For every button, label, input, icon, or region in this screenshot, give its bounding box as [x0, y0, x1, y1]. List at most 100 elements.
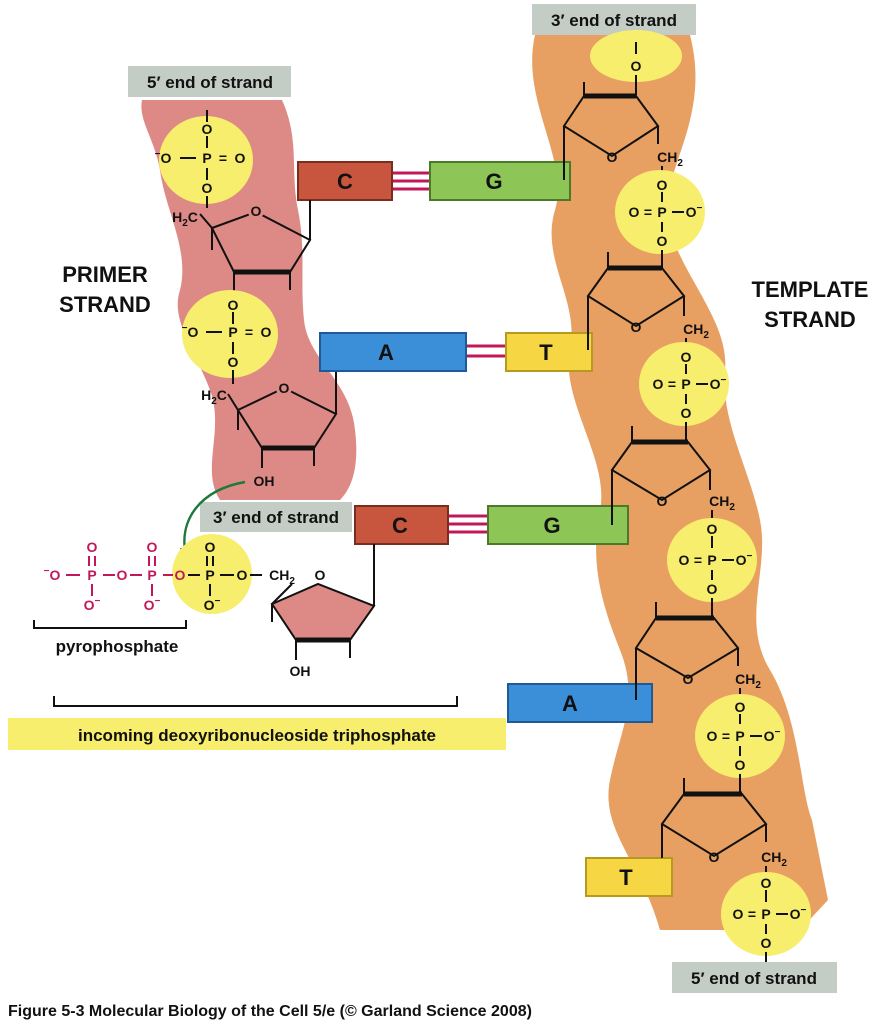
three-prime-template-label: 3′ end of strand [551, 11, 677, 30]
svg-text:H2C: H2C [201, 387, 227, 407]
svg-text:O: O [653, 376, 664, 392]
svg-text:O−: O− [764, 727, 781, 744]
phosphate-template-5-atoms: O O = P O− O [733, 875, 807, 962]
svg-text:O: O [761, 875, 772, 891]
svg-text:G: G [485, 169, 502, 194]
svg-text:O: O [228, 297, 239, 313]
svg-text:CH2: CH2 [683, 321, 709, 341]
svg-text:O: O [87, 539, 98, 555]
base-template-5: T [585, 857, 673, 897]
incoming-bracket [53, 696, 458, 707]
svg-text:O: O [261, 324, 272, 340]
phosphate-template-3 [667, 518, 757, 602]
incoming-label: incoming deoxyribonucleoside triphosphat… [78, 726, 436, 745]
svg-text:P: P [205, 567, 214, 583]
svg-text:O−: O− [204, 596, 221, 613]
pyrophosphate-label: pyrophosphate [56, 637, 179, 656]
svg-text:O: O [202, 121, 213, 137]
svg-text:CH2: CH2 [735, 671, 761, 691]
svg-text:O: O [707, 581, 718, 597]
sugar-template-2: O CH2 [586, 252, 709, 352]
svg-text:OH: OH [290, 663, 311, 679]
svg-text:O: O [202, 180, 213, 196]
svg-text:OH: OH [254, 473, 275, 489]
svg-text:O: O [228, 354, 239, 370]
svg-text:O: O [681, 349, 692, 365]
svg-text:=: = [219, 150, 227, 166]
svg-text:P: P [735, 728, 744, 744]
three-prime-primer-label: 3′ end of strand [213, 508, 339, 527]
svg-text:T: T [539, 340, 553, 365]
base-template-1: G [429, 161, 571, 201]
phosphate-primer-2 [182, 290, 278, 378]
base-primer-2: A [319, 332, 467, 372]
svg-text:−O: −O [44, 566, 61, 583]
phosphate-template-5 [721, 872, 811, 956]
svg-text:O: O [761, 935, 772, 951]
svg-text:O−: O− [144, 596, 161, 613]
svg-text:O: O [631, 319, 642, 335]
svg-text:T: T [619, 865, 633, 890]
svg-text:=: = [722, 728, 730, 744]
svg-text:=: = [245, 324, 253, 340]
svg-text:O−: O− [710, 375, 727, 392]
label-box-3prime-template [532, 4, 696, 35]
phosphate-template-1 [615, 170, 705, 254]
figure-caption: Figure 5-3 Molecular Biology of the Cell… [8, 1003, 532, 1020]
svg-text:O−: O− [84, 596, 101, 613]
hbonds-at [466, 344, 506, 358]
svg-text:O: O [175, 567, 186, 583]
svg-text:O: O [681, 405, 692, 421]
primer-strand-title-line2: STRAND [59, 292, 151, 317]
svg-text:O: O [657, 493, 668, 509]
svg-text:P: P [147, 567, 156, 583]
svg-text:P: P [657, 204, 666, 220]
svg-text:P: P [681, 376, 690, 392]
svg-text:O: O [735, 757, 746, 773]
alpha-phosphate-atoms: P O O− O CH2 [188, 539, 295, 613]
svg-text:O: O [315, 567, 326, 583]
svg-text:P: P [228, 324, 237, 340]
svg-text:O: O [679, 552, 690, 568]
base-primer-1: C [297, 161, 393, 201]
svg-text:CH2: CH2 [269, 567, 295, 587]
sugar-primer-1: H2C O [172, 200, 312, 296]
phosphate-primer-1-atoms: O −O P = O O [155, 110, 246, 208]
svg-text:O−: O− [686, 203, 703, 220]
primer-strand-title-line1: PRIMER [62, 262, 148, 287]
svg-text:O: O [205, 539, 216, 555]
sugar-primer-2: H2C O OH [201, 372, 338, 489]
phosphate-primer-2-atoms: O −O P = O O [182, 297, 272, 384]
svg-text:−O: −O [155, 149, 172, 166]
svg-text:CH2: CH2 [709, 493, 735, 513]
svg-text:O: O [683, 671, 694, 687]
svg-text:=: = [694, 552, 702, 568]
svg-text:C: C [392, 513, 408, 538]
svg-text:O: O [657, 233, 668, 249]
svg-text:O: O [733, 906, 744, 922]
pyrophosphate-group: −O P O O− O P O O− O [44, 539, 186, 613]
svg-text:CH2: CH2 [761, 849, 787, 869]
incoming-highlight [8, 718, 506, 750]
svg-text:A: A [562, 691, 578, 716]
pyrophosphate-bracket [33, 620, 187, 629]
template-strand-title-line1: TEMPLATE [752, 277, 869, 302]
svg-text:A: A [378, 340, 394, 365]
template-strand-band [532, 35, 828, 930]
sugar-template-1: O CH2 [562, 82, 683, 180]
sugar-template-3: O CH2 [610, 426, 735, 525]
hbonds-cg-2 [448, 514, 488, 534]
svg-text:P: P [707, 552, 716, 568]
label-box-5prime-primer [128, 66, 291, 97]
svg-text:O: O [707, 728, 718, 744]
base-incoming: C [354, 505, 449, 545]
svg-text:O: O [235, 150, 246, 166]
svg-text:O: O [117, 567, 128, 583]
svg-text:O: O [631, 58, 642, 74]
svg-text:O−: O− [736, 551, 753, 568]
svg-text:O: O [279, 380, 290, 396]
phosphate-template-4-atoms: O O = P O− O [707, 699, 781, 794]
svg-text:O−: O− [790, 905, 807, 922]
svg-text:O: O [607, 149, 618, 165]
base-template-4: A [507, 683, 653, 723]
